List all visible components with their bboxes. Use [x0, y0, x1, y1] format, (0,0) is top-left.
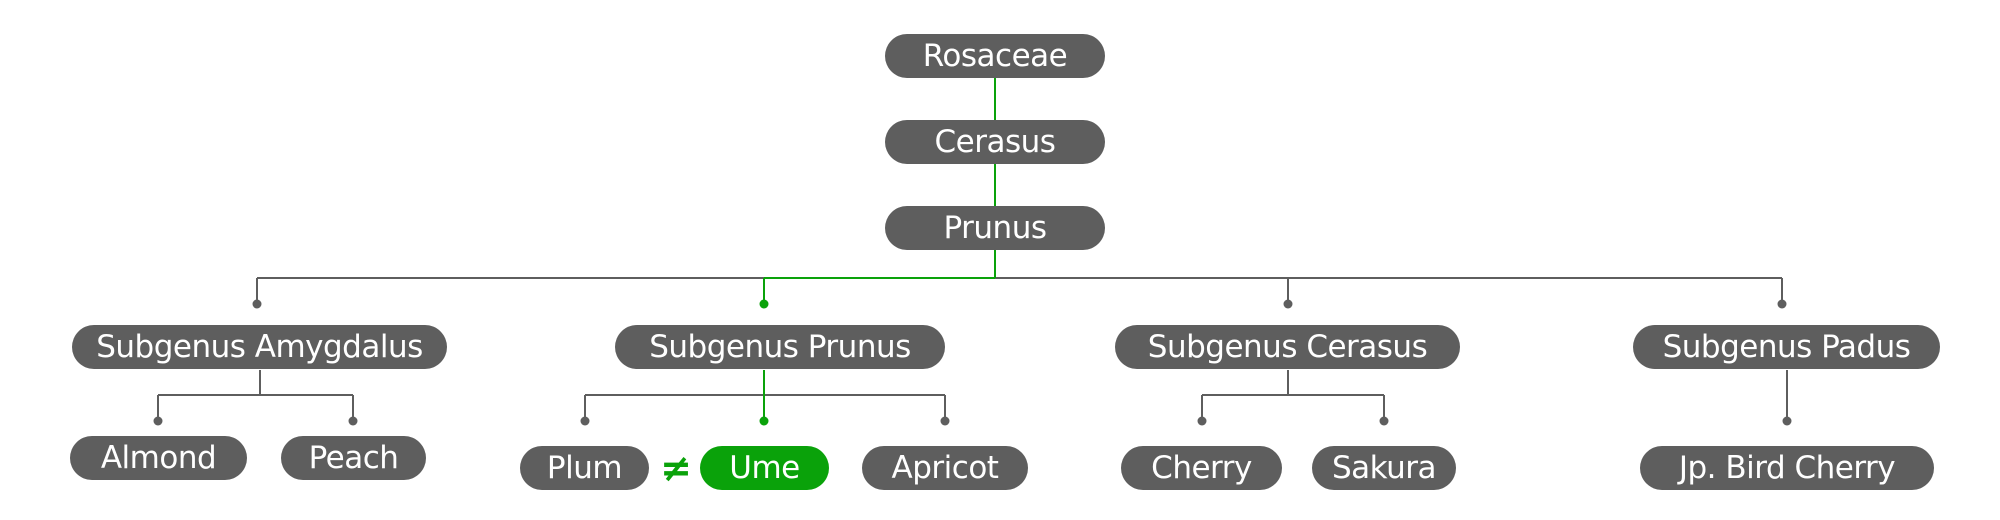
node-cerasus: Cerasus: [885, 120, 1105, 164]
dot-plum: [580, 416, 590, 426]
dot-amygdalus: [252, 299, 262, 309]
node-cherry: Cherry: [1121, 446, 1282, 490]
dot-cherry: [1197, 416, 1207, 426]
node-subgenus-prunus: Subgenus Prunus: [615, 325, 945, 369]
dot-peach: [348, 416, 358, 426]
node-peach: Peach: [281, 436, 426, 480]
dot-sakura: [1379, 416, 1389, 426]
node-subgenus-padus: Subgenus Padus: [1633, 325, 1940, 369]
dot-subgenus-prunus: [759, 299, 769, 309]
node-ume: Ume: [700, 446, 829, 490]
node-subgenus-cerasus: Subgenus Cerasus: [1115, 325, 1460, 369]
dot-apricot: [940, 416, 950, 426]
dot-jp-bird-cherry: [1782, 416, 1792, 426]
dot-padus: [1777, 299, 1787, 309]
node-jp-bird-cherry: Jp. Bird Cherry: [1640, 446, 1934, 490]
node-subgenus-amygdalus: Subgenus Amygdalus: [72, 325, 447, 369]
node-rosaceae: Rosaceae: [885, 34, 1105, 78]
dot-almond: [153, 416, 163, 426]
node-apricot: Apricot: [862, 446, 1028, 490]
node-plum: Plum: [520, 446, 649, 490]
node-prunus: Prunus: [885, 206, 1105, 250]
dot-ume: [759, 416, 769, 426]
node-almond: Almond: [70, 436, 247, 480]
not-equal-symbol: ≠: [660, 446, 692, 490]
node-sakura: Sakura: [1312, 446, 1456, 490]
dot-cerasus: [1283, 299, 1293, 309]
